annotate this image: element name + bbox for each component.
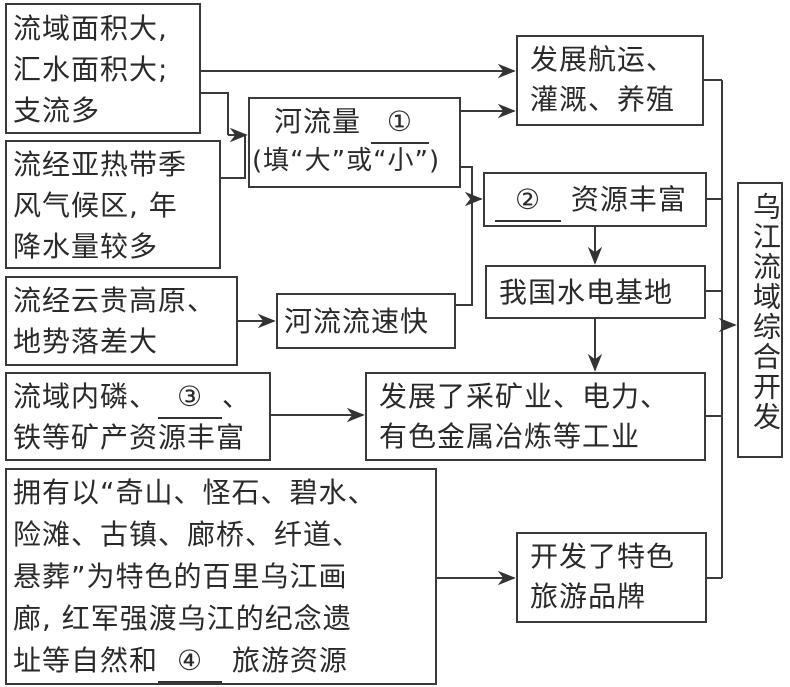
shipping-line-1: 发展航运、 bbox=[530, 43, 676, 76]
hydro-base-label: 我国水电基地 bbox=[499, 276, 674, 309]
cause-terrain-line-1: 流经云贵高原、 bbox=[13, 284, 217, 317]
cause-climate-line-3: 降水量较多 bbox=[13, 230, 159, 263]
cause-basin-line-3: 支流多 bbox=[13, 94, 101, 127]
tourism-line-3: 悬葬”为特色的百里乌江画 bbox=[13, 560, 348, 593]
cause-minerals-line-1: 流域内磷、③、 bbox=[13, 376, 251, 419]
cause-terrain-line-2: 地势落差大 bbox=[13, 325, 159, 358]
outcome-box-hydro-base: 我国水电基地 bbox=[485, 265, 706, 319]
connector-basin-to-flow-volume bbox=[200, 92, 229, 135]
cause-box-tourism-resources: 拥有以“奇山、怪石、碧水、 险滩、古镇、廊桥、纤道、 悬葬”为特色的百里乌江画 … bbox=[5, 468, 437, 685]
outcome-box-resource: ② 资源丰富 bbox=[483, 172, 707, 227]
outcome-box-tourism-brand: 开发了特色 旅游品牌 bbox=[516, 532, 707, 623]
flow-volume-line-1: 河流量 ① bbox=[274, 101, 429, 144]
industry-line-2: 有色金属冶炼等工业 bbox=[379, 420, 641, 453]
blank-4: ④ bbox=[158, 640, 223, 683]
intermediate-box-flow-volume: 河流量 ① (填“大”或“小”) bbox=[248, 97, 461, 188]
cause-box-terrain: 流经云贵高原、 地势落差大 bbox=[5, 276, 238, 366]
blank-3: ③ bbox=[158, 376, 223, 419]
minerals-suffix: 、 bbox=[222, 380, 252, 413]
connector-climate-to-flow-volume bbox=[220, 135, 246, 179]
outcome-box-industry: 发展了采矿业、电力、 有色金属冶炼等工业 bbox=[365, 372, 706, 461]
intermediate-box-flow-speed: 河流流速快 bbox=[276, 293, 456, 349]
shipping-line-2: 灌溉、养殖 bbox=[530, 83, 676, 116]
connector-flow-speed-up bbox=[455, 298, 473, 306]
title-box-comprehensive-development: 乌江流域综合开发 bbox=[737, 182, 783, 458]
tourism-line-2: 险滩、古镇、廊桥、纤道、 bbox=[13, 518, 362, 551]
cause-box-climate: 流经亚热带季 风气候区, 年 降水量较多 bbox=[5, 140, 221, 269]
cause-box-basin: 流域面积大, 汇水面积大; 支流多 bbox=[5, 3, 201, 134]
flow-volume-line-2: (填“大”或“小”) bbox=[252, 146, 441, 176]
tourism-line-1: 拥有以“奇山、怪石、碧水、 bbox=[13, 476, 377, 509]
minerals-prefix: 流域内磷、 bbox=[13, 380, 159, 413]
resource-suffix: 资源丰富 bbox=[570, 183, 687, 216]
tourism-last-suffix: 旅游资源 bbox=[231, 644, 348, 677]
cause-climate-line-1: 流经亚热带季 bbox=[13, 148, 188, 181]
cause-minerals-line-2: 铁等矿产资源丰富 bbox=[13, 421, 246, 454]
tourism-line-4: 廊, 红军强渡乌江的纪念遗 bbox=[13, 602, 352, 635]
title-label: 乌江流域综合开发 bbox=[749, 192, 782, 432]
connector-flow-volume-down bbox=[460, 166, 473, 300]
cause-basin-line-1: 流域面积大, bbox=[13, 12, 168, 45]
blank-2: ② bbox=[495, 179, 561, 222]
tourism-brand-line-2: 旅游品牌 bbox=[530, 580, 647, 613]
flow-volume-prefix: 河流量 bbox=[274, 105, 362, 138]
cause-box-minerals: 流域内磷、③、 铁等矿产资源丰富 bbox=[5, 372, 271, 461]
flow-speed-label: 河流流速快 bbox=[284, 305, 430, 338]
blank-1: ① bbox=[370, 101, 429, 144]
industry-line-1: 发展了采矿业、电力、 bbox=[379, 380, 670, 413]
cause-basin-line-2: 汇水面积大; bbox=[13, 53, 169, 86]
tourism-brand-line-1: 开发了特色 bbox=[530, 540, 676, 573]
resource-line: ② 资源丰富 bbox=[495, 179, 687, 222]
cause-climate-line-2: 风气候区, 年 bbox=[13, 189, 178, 222]
outcome-box-shipping: 发展航运、 灌溉、养殖 bbox=[516, 35, 704, 126]
tourism-last-prefix: 址等自然和 bbox=[13, 644, 159, 677]
